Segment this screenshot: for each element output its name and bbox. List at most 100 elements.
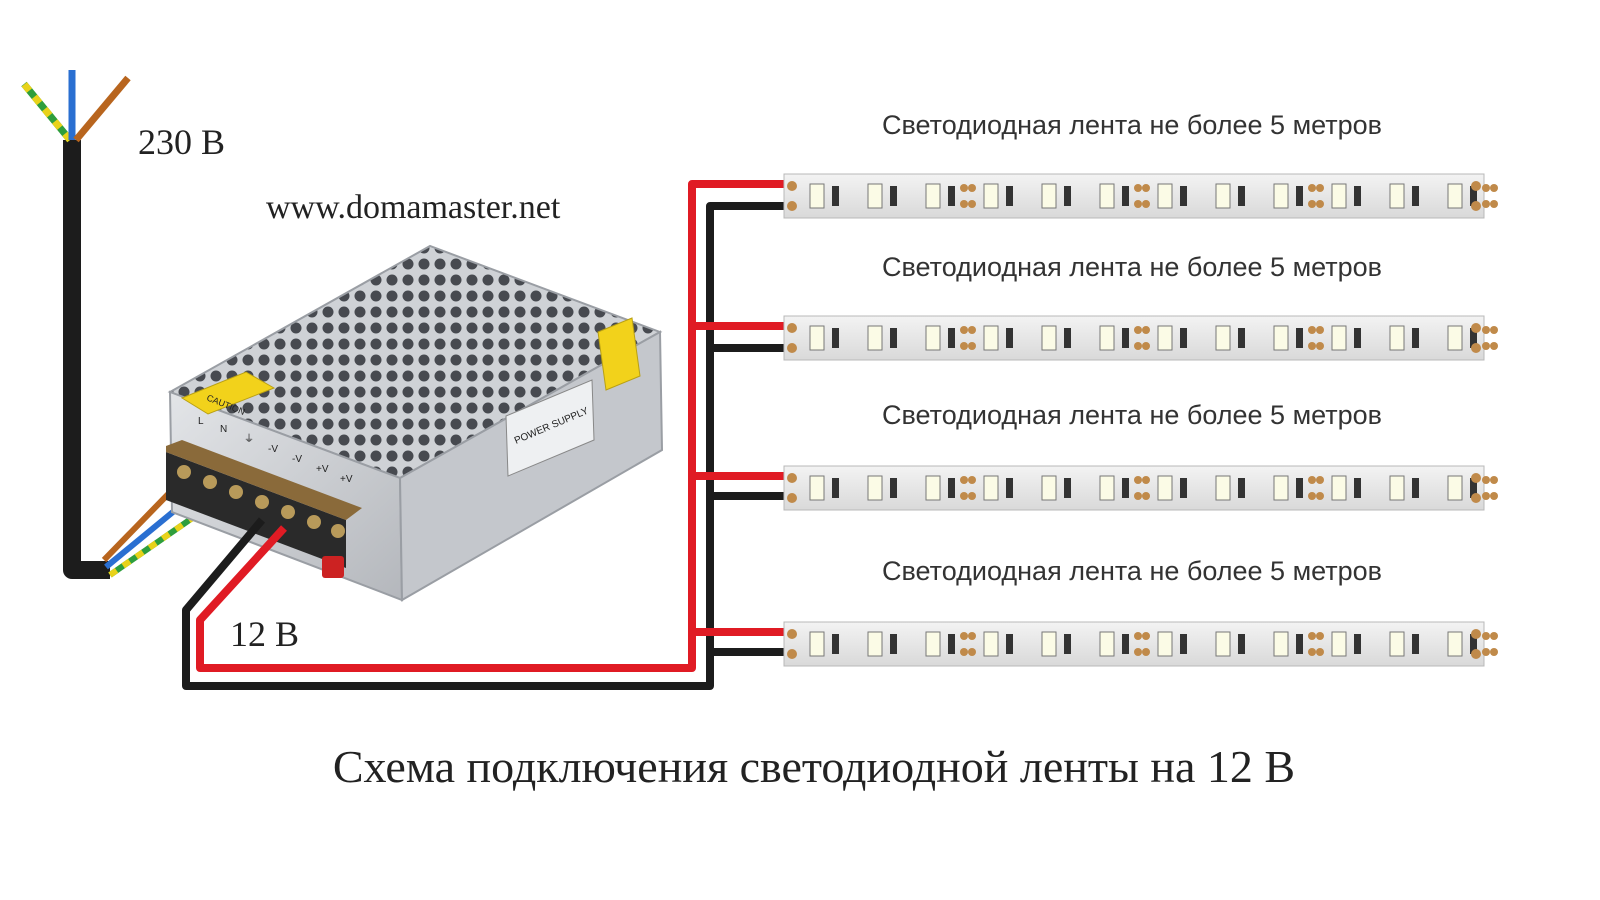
terminal-screw [203,475,217,489]
led-strip-label: Светодиодная лента не более 5 метров [882,252,1382,282]
resistor [1238,478,1245,498]
terminal-label-l: L [198,416,204,427]
power-supply-unit: CAUTION POWER SUPPLY L N ⏚ -V -V +V +V [166,244,664,602]
ground-wire-top-stripe [21,81,73,143]
ground-wire-bottom-stripe [108,500,216,578]
solder-pad [960,184,968,192]
solder-pad [1134,476,1142,484]
led-chip [1041,475,1057,501]
resistor [890,634,897,654]
led-chip [983,631,999,657]
resistor [1122,186,1129,206]
resistor [1006,328,1013,348]
led-strip-body [783,173,1485,219]
solder-pad [1490,342,1498,350]
solder-pad [1134,492,1142,500]
resistor [832,328,839,348]
resistor [1006,186,1013,206]
solder-pad [960,342,968,350]
led-strip-body [783,621,1485,667]
led-chip [983,183,999,209]
led-chip [1041,631,1057,657]
solder-pad [1308,632,1316,640]
mains-cable-sheath [63,140,110,579]
positive-output-wire [196,180,784,672]
led-chip [1215,631,1231,657]
solder-pad [1134,326,1142,334]
end-solder-pad [1471,649,1481,659]
solder-pad [960,648,968,656]
phase-wire-top [73,75,131,143]
led-chip [1331,475,1347,501]
solder-pad [968,492,976,500]
led-strip: Светодиодная лента не более 5 метров [783,556,1498,667]
terminal-label-neg-1: -V [268,444,278,455]
phase-wire-bottom [101,481,181,563]
solder-pad [1316,632,1324,640]
led-strip: Светодиодная лента не более 5 метров [783,252,1498,361]
resistor [1238,634,1245,654]
led-chip [1331,631,1347,657]
led-chip [1215,475,1231,501]
led-chip [867,475,883,501]
solder-pad [1308,648,1316,656]
solder-pad [1482,632,1490,640]
end-solder-pad [787,181,797,191]
led-chip [1041,325,1057,351]
end-solder-pad [787,629,797,639]
end-solder-pad [787,649,797,659]
led-chip [1157,183,1173,209]
negative-output-wire [182,202,784,690]
led-chip [809,325,825,351]
led-chip [867,183,883,209]
led-strip: Светодиодная лента не более 5 метров [783,400,1498,511]
solder-pad [1482,326,1490,334]
solder-pad [1482,648,1490,656]
end-solder-pad [1471,473,1481,483]
solder-pad [1142,632,1150,640]
end-solder-pad [1471,201,1481,211]
led-chip [1331,183,1347,209]
resistor [1180,634,1187,654]
led-chip [1389,325,1405,351]
terminal-label-ground: ⏚ [244,433,254,445]
solder-pad [1316,476,1324,484]
solder-pad [1490,184,1498,192]
led-chip [1331,325,1347,351]
resistor [1470,186,1477,206]
resistor [1470,328,1477,348]
resistor [1412,186,1419,206]
led-chip [1215,325,1231,351]
led-chip [983,325,999,351]
terminal-screw [307,515,321,529]
resistor [1064,478,1071,498]
solder-pad [1134,342,1142,350]
terminal-label-n: N [220,424,227,435]
solder-pad [1134,632,1142,640]
side-sticker [597,317,641,391]
terminal-label-pos-2: +V [340,474,353,485]
resistor [1296,328,1303,348]
end-solder-pad [1471,343,1481,353]
led-chip [809,631,825,657]
solder-pad [960,476,968,484]
solder-pad [968,632,976,640]
led-strip: Светодиодная лента не более 5 метров [783,110,1498,219]
solder-pad [1134,184,1142,192]
led-chip [1447,325,1463,351]
end-solder-pad [787,323,797,333]
led-chip [1215,183,1231,209]
solder-pad [968,326,976,334]
resistor [1122,328,1129,348]
solder-pad [960,326,968,334]
solder-pad [1316,648,1324,656]
mains-voltage-label: 230 В [138,122,225,162]
end-solder-pad [787,343,797,353]
resistor [1412,328,1419,348]
diagram-title: Схема подключения светодиодной ленты на … [333,741,1295,792]
end-solder-pad [1471,181,1481,191]
solder-pad [1134,200,1142,208]
solder-pad [1316,342,1324,350]
resistor [1470,634,1477,654]
solder-pad [1482,492,1490,500]
